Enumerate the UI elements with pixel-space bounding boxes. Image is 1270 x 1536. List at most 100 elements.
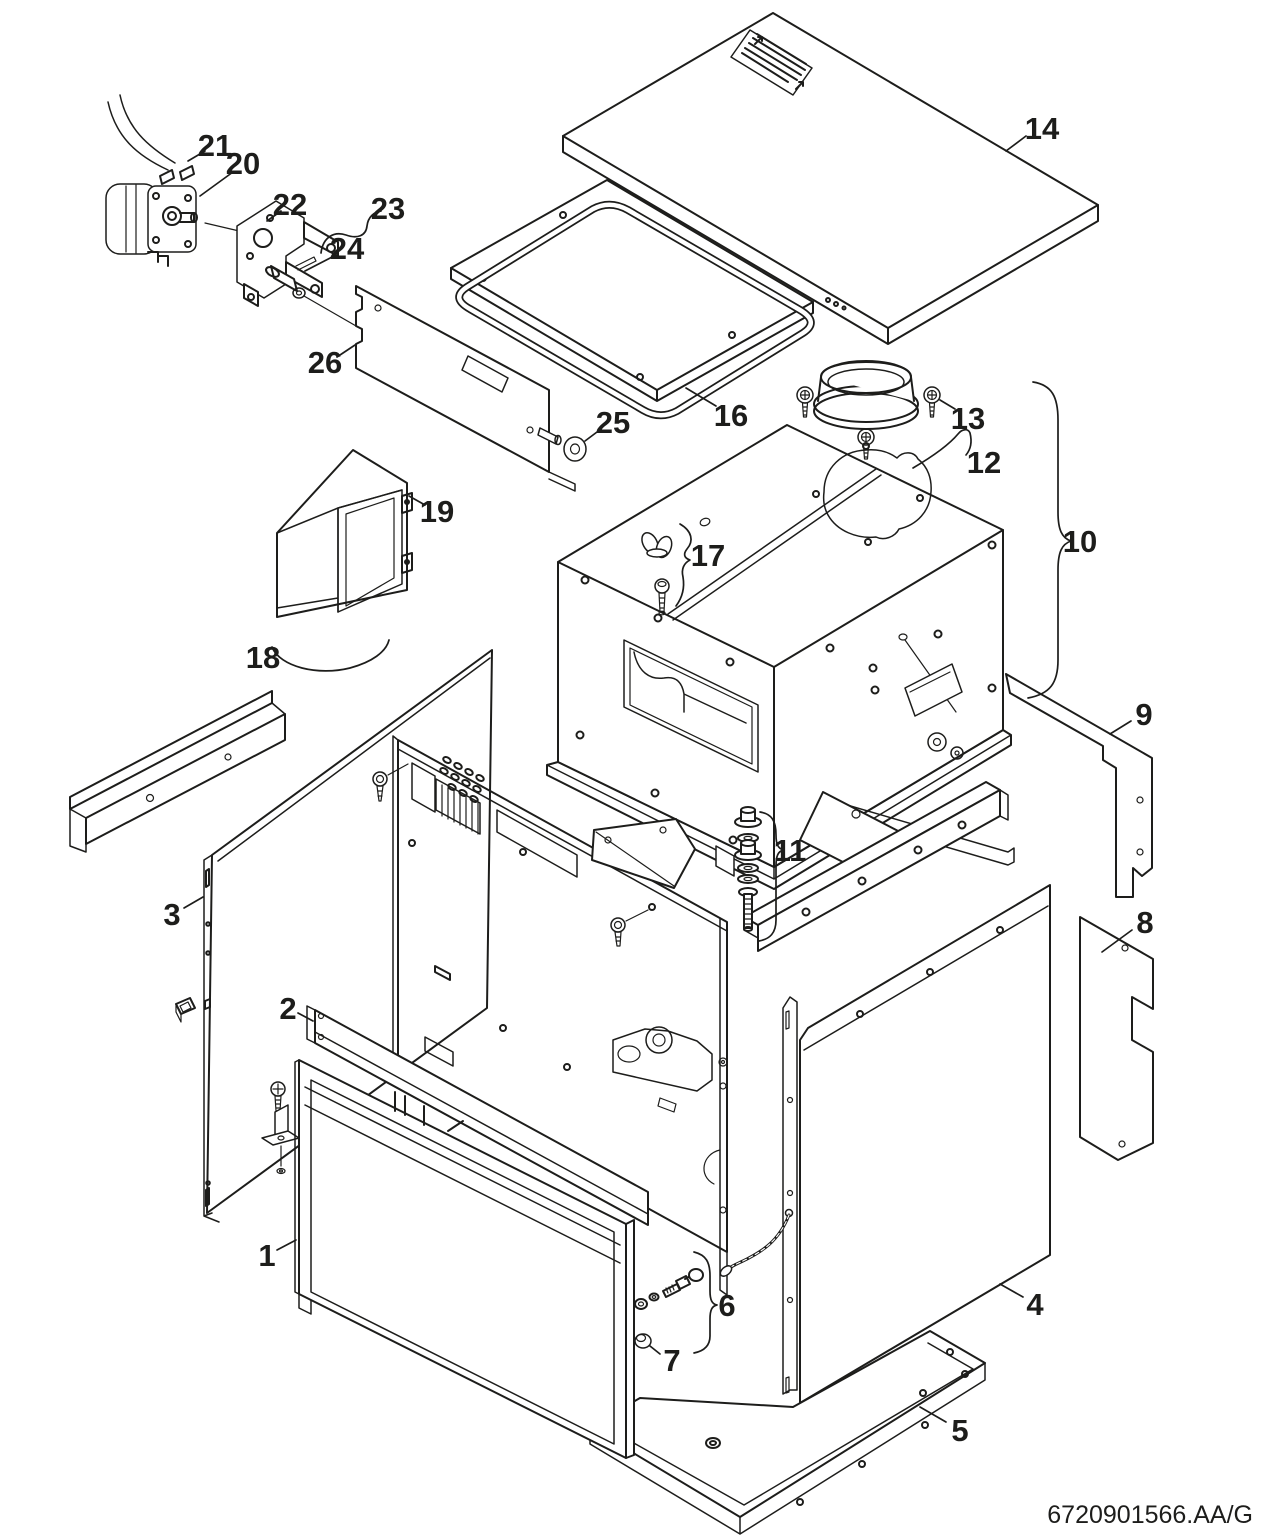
top-seam [667, 468, 882, 621]
callout-leader-10 [1027, 381, 1072, 699]
pan-holes [705, 1348, 969, 1506]
part-10-heat-cell-box [546, 424, 1015, 890]
callout-label-12: 12 [967, 445, 1001, 480]
callout-label-11: 11 [774, 833, 807, 868]
part-18-19-flue-duct [276, 449, 413, 618]
callout-label-19: 19 [420, 494, 454, 529]
callout-leader-25 [584, 428, 602, 442]
callout-leader-14 [1005, 135, 1027, 152]
callout-leader-26 [336, 344, 356, 358]
callout-label-14: 14 [1025, 111, 1060, 146]
document-number: 6720901566.AA/G [1047, 1501, 1253, 1529]
burner-opening [623, 639, 759, 773]
callout-leader-7 [649, 1345, 661, 1355]
callout-leader-5 [919, 1406, 947, 1423]
callout-label-10: 10 [1063, 524, 1097, 559]
rail-holes [801, 820, 967, 917]
callout-label-17: 17 [691, 538, 725, 573]
part-4-holes [856, 926, 1004, 1018]
callout-label-7: 7 [663, 1343, 680, 1378]
part-16-gasket [455, 200, 815, 420]
callout-label-24: 24 [330, 231, 365, 266]
callout-label-22: 22 [273, 187, 307, 222]
callout-label-13: 13 [951, 401, 985, 436]
box-holes [575, 540, 997, 845]
part-22-bracket [236, 200, 339, 307]
part-7-cap-nut [634, 1333, 652, 1349]
flue-hole [822, 449, 932, 540]
callout-leader-24 [304, 254, 337, 272]
part-16-inner-top-panel [450, 179, 815, 420]
part-4-hem-strip [782, 996, 798, 1395]
left-channel-rail [69, 690, 286, 853]
callout-leader-12 [912, 428, 972, 469]
flue-hole-screwholes [812, 442, 924, 546]
part-11-fastener-stack [734, 806, 762, 932]
part-8-insulation-sheet [1079, 916, 1154, 1161]
part-17-wingnut-and-bolt [641, 531, 673, 616]
part-20-motor [105, 165, 253, 267]
callout-label-21: 21 [198, 128, 232, 163]
back-panel-holes [408, 839, 656, 1071]
panel-cutout [496, 809, 578, 878]
callout-label-1: 1 [258, 1238, 275, 1273]
part-14-label-sticker [730, 29, 813, 96]
callout-label-4: 4 [1026, 1287, 1044, 1322]
callout-label-3: 3 [163, 897, 180, 932]
callout-leader-21 [187, 150, 206, 162]
callout-leader-9 [1109, 720, 1132, 735]
callout-leader-8 [1101, 929, 1133, 953]
callout-leader-11 [758, 811, 785, 942]
back-panel [372, 735, 728, 1296]
vent-holes [439, 756, 485, 803]
panel-screw-mid [610, 909, 649, 947]
callout-label-16: 16 [714, 398, 748, 433]
callout-leader-18 [271, 639, 390, 672]
callout-label-5: 5 [951, 1413, 968, 1448]
sight-glass-bracket [612, 1026, 713, 1113]
callout-label-18: 18 [246, 640, 280, 675]
part-5-base-pan [589, 1330, 986, 1535]
earth-wire [719, 1208, 794, 1277]
callout-leader-23 [320, 210, 382, 254]
callout-leader-16 [685, 387, 717, 407]
callout-label-23: 23 [371, 191, 405, 226]
right-channel-rail [743, 781, 1009, 952]
callout-label-9: 9 [1135, 697, 1152, 732]
callout-label-26: 26 [308, 345, 342, 380]
callout-label-6: 6 [718, 1288, 735, 1323]
part-1-front-door [294, 1059, 635, 1459]
part-25-grommet [563, 436, 587, 462]
callout-leader-4 [999, 1283, 1024, 1298]
part-6-bolt-and-washers [634, 1268, 704, 1310]
callout-leader-13 [939, 399, 956, 410]
vent-rect-hole [411, 762, 436, 813]
callout-label-25: 25 [596, 405, 630, 440]
callout-leader-1 [276, 1239, 297, 1251]
duct-tabs [401, 492, 413, 574]
callout-leader-17 [675, 523, 692, 607]
part-14-emblem [825, 297, 847, 311]
baffle-plate [591, 818, 696, 889]
callout-leader-22 [266, 210, 282, 222]
part-4-right-side-panel [719, 884, 1051, 1404]
callout-label-20: 20 [226, 146, 260, 181]
part-9-insulation-sheet [1005, 673, 1153, 898]
part-14-top-panel [562, 12, 1099, 345]
callout-leader-2 [297, 1012, 314, 1022]
corner-bracket-and-screw [261, 1081, 300, 1175]
part-12-flue-collar [813, 360, 919, 430]
part-21-cable [107, 94, 176, 171]
door-slots [394, 1091, 464, 1132]
clip-nut [175, 997, 196, 1023]
callout-leader-6 [693, 1251, 718, 1354]
callout-leader-19 [408, 495, 426, 506]
box-foot-tab [715, 845, 735, 877]
part-26-access-plate [355, 285, 576, 492]
callout-leader-20 [199, 171, 234, 197]
callout-leader-3 [183, 896, 204, 909]
part-3-details [204, 868, 211, 1207]
